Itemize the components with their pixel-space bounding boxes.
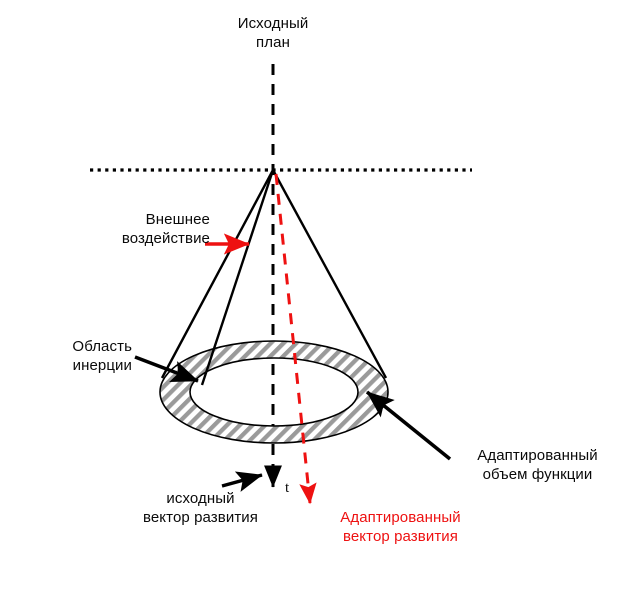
adapted-vector-arrow <box>274 173 317 505</box>
label-adapted-development-vector: Адаптированный вектор развития <box>340 509 461 545</box>
adapted-volume-arrow <box>365 390 452 461</box>
label-initial-plan: Исходный план <box>237 15 309 51</box>
label-initial-development-vector: исходный вектор развития <box>142 490 259 526</box>
label-adapted-volume: Адаптированный объем функции <box>477 447 598 483</box>
label-external-impact: Внешнее воздействие <box>121 211 210 247</box>
cone-right-generatrix <box>271 169 388 379</box>
cone-left-generatrix <box>160 169 275 379</box>
label-inertia-area: Область инерции <box>72 338 132 374</box>
initial-vector-arrow <box>221 471 263 492</box>
cone-inner-generatrix <box>200 169 275 386</box>
label-time-axis: t <box>285 480 290 496</box>
inertia-ring <box>150 330 400 455</box>
inertia-area-arrow <box>134 355 199 383</box>
